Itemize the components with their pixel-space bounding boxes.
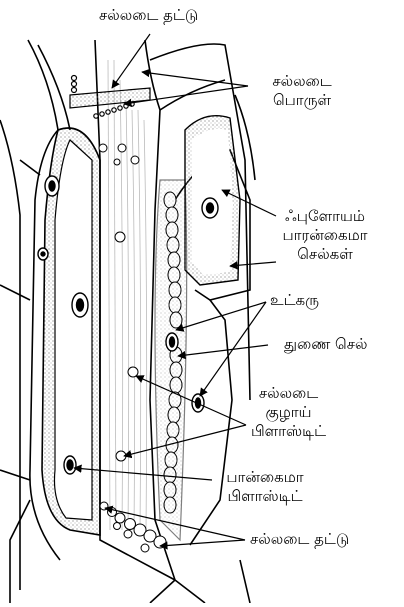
sieve-tube-plastid-line1: சல்லடை (236, 384, 341, 403)
sieve-plate-top-label: சல்லடை தட்டு (99, 6, 198, 25)
parenchyma-plastid-line2: பிளாஸ்டிட் (210, 487, 320, 506)
nucleus-label: உட்கரு (270, 291, 319, 310)
phloem-parenchyma-line3: செல்கள் (270, 245, 380, 264)
phloem-parenchyma-line2: பாரன்கைமா (270, 226, 380, 245)
plastids (99, 144, 139, 461)
sieve-plate-bottom-label: சல்லடை தட்டு (250, 530, 349, 549)
phloem-parenchyma-line1: ஃபுளோயம் (270, 207, 380, 226)
companion-cell-label: துணை செல் (284, 335, 368, 354)
phloem-parenchyma-label: ஃபுளோயம் பாரன்கைமா செல்கள் (270, 207, 380, 264)
parenchyma-plastid-line1: பான்கைமா (210, 468, 320, 487)
sieve-tube-plastid-label: சல்லடை குழாய் பிளாஸ்டிட் (236, 384, 341, 441)
sieve-material-line1: சல்லடை (262, 72, 342, 91)
sieve-tube-plastid-line3: பிளாஸ்டிட் (236, 422, 341, 441)
sieve-material-label: சல்லடை பொருள் (262, 72, 342, 110)
sieve-material-line2: பொருள் (262, 91, 342, 110)
parenchyma-plastid-label: பான்கைமா பிளாஸ்டிட் (210, 468, 320, 506)
sieve-tube-plastid-line2: குழாய் (236, 403, 341, 422)
